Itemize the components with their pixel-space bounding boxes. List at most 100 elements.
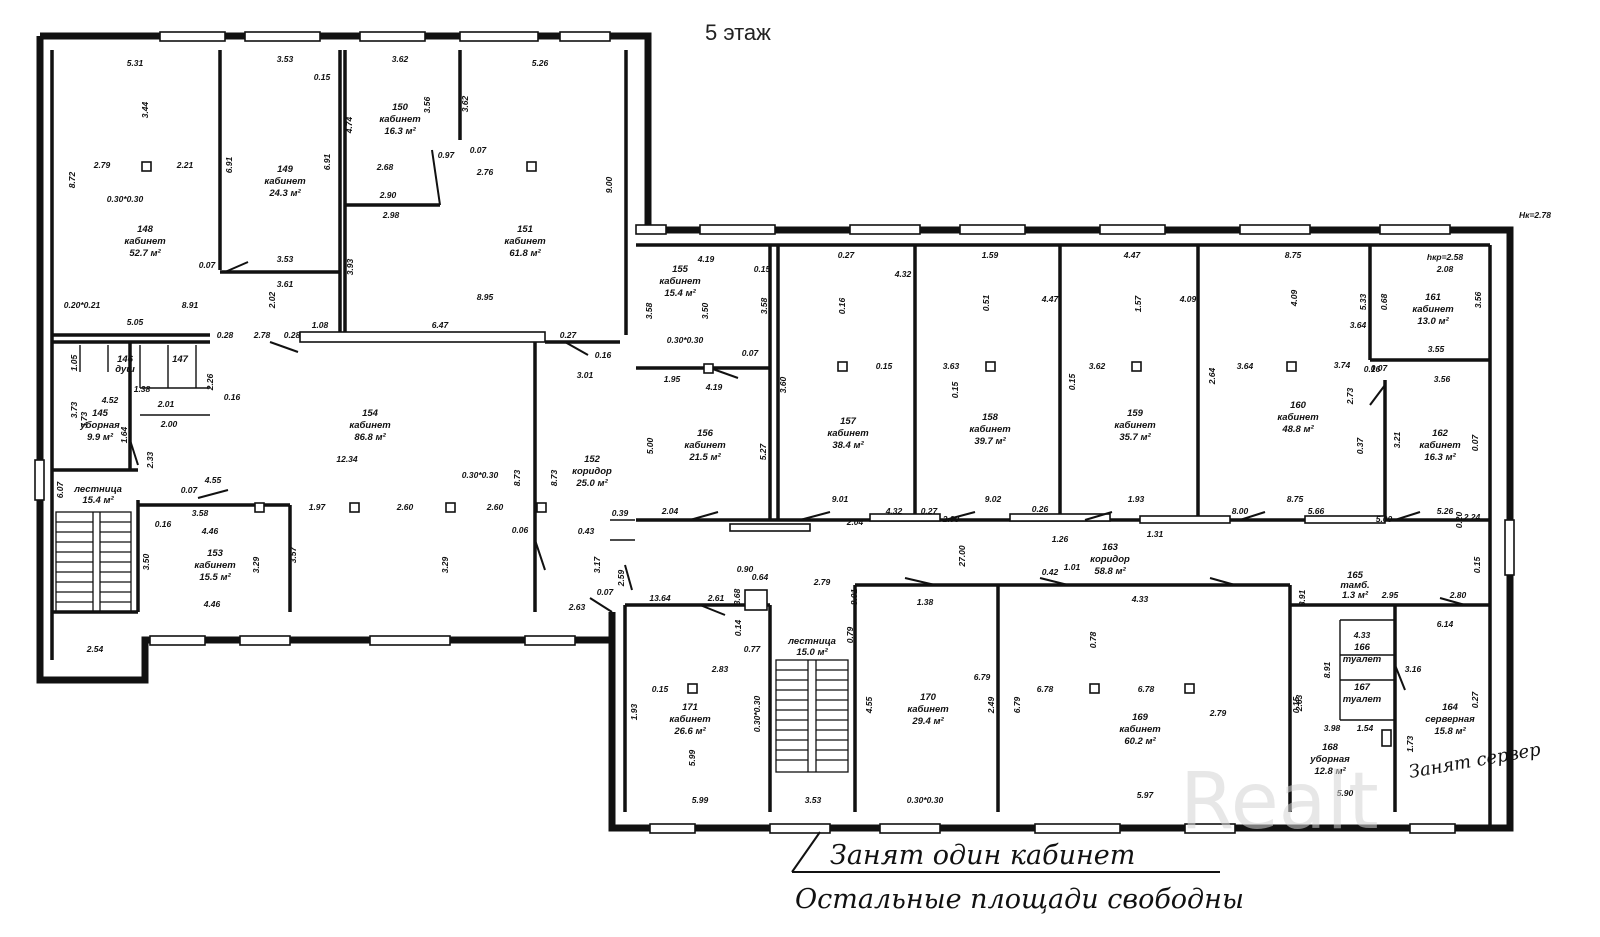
svg-text:154: 154 — [362, 408, 379, 419]
dimension-label: 3.74 — [1334, 360, 1351, 370]
dimension-label: 0.97 — [438, 150, 456, 160]
dimension-label: 27.00 — [957, 545, 967, 568]
dimension-label: 5.99 — [692, 795, 709, 805]
svg-text:15.8 м²: 15.8 м² — [1434, 726, 1466, 737]
dimension-label: 0.15 — [876, 361, 893, 371]
dimension-label: 0.15 — [1291, 696, 1301, 713]
dimension-label: 13.64 — [649, 593, 671, 603]
svg-text:кабинет: кабинет — [349, 420, 391, 431]
dimension-label: 2.79 — [1209, 708, 1227, 718]
dimension-label: 0.07 — [742, 348, 760, 358]
dimension-label: 1.57 — [1133, 294, 1143, 312]
svg-text:1.3 м²: 1.3 м² — [1342, 590, 1369, 601]
dimension-label: 2.24 — [1463, 512, 1481, 522]
svg-text:153: 153 — [207, 548, 224, 559]
dimension-label: 1.93 — [629, 703, 639, 720]
dimension-label: 2.54 — [86, 644, 104, 654]
svg-text:кабинет: кабинет — [264, 176, 306, 187]
dimension-label: 5.00 — [1376, 514, 1393, 524]
height-mark-building: Нк=2.78 — [1519, 210, 1551, 220]
dimension-label: 0.27 — [838, 250, 856, 260]
dimension-label: 6.79 — [1012, 696, 1022, 713]
dimension-label: 8.95 — [477, 292, 494, 302]
dimension-label: 0.30*0.30 — [667, 335, 704, 345]
dimension-label: 0.07 — [470, 145, 488, 155]
dimension-label: 4.19 — [705, 382, 723, 392]
dimension-label: 2.79 — [813, 577, 831, 587]
svg-text:лестница: лестница — [787, 636, 836, 647]
svg-text:52.7 м²: 52.7 м² — [129, 248, 161, 259]
dimension-label: 12.34 — [336, 454, 358, 464]
svg-text:171: 171 — [682, 702, 698, 713]
dimension-label: 6.78 — [1037, 684, 1054, 694]
dimension-label: 4.33 — [1353, 630, 1371, 640]
dimension-label: 0.90 — [737, 564, 754, 574]
dimension-label: 0.07 — [1371, 363, 1389, 373]
svg-text:162: 162 — [1432, 428, 1449, 439]
dimension-label: 6.79 — [974, 672, 991, 682]
stairs-left — [55, 511, 132, 613]
dimension-label: 3.58 — [192, 508, 209, 518]
svg-text:169: 169 — [1132, 712, 1149, 723]
dimension-label: 0.42 — [1042, 567, 1059, 577]
height-mark-room: hкр=2.58 — [1427, 252, 1463, 262]
svg-text:149: 149 — [277, 164, 294, 175]
dimension-label: 0.06 — [512, 525, 529, 535]
svg-text:туалет: туалет — [1343, 654, 1382, 665]
ventilation-shafts — [141, 161, 1392, 747]
dimension-label: 0.15 — [950, 381, 960, 398]
dimension-label: 2.59 — [616, 569, 626, 587]
dimension-label: 4.33 — [1131, 594, 1149, 604]
svg-text:86.8 м²: 86.8 м² — [354, 432, 386, 443]
handwritten-note-server: Занят сервер — [1407, 739, 1543, 783]
dimension-label: 0.07 — [597, 587, 615, 597]
svg-text:148: 148 — [137, 224, 154, 235]
dimension-label: 8.75 — [1287, 494, 1304, 504]
dimension-label: 5.31 — [127, 58, 144, 68]
svg-text:160: 160 — [1290, 400, 1307, 411]
dimension-label: 3.29 — [251, 556, 261, 573]
dimension-label: 3.56 — [1473, 291, 1483, 308]
dimension-label: 3.73 — [79, 411, 89, 428]
svg-text:15.4 м²: 15.4 м² — [664, 288, 696, 299]
dimension-label: 4.09 — [1179, 294, 1197, 304]
dimension-label: 2.63 — [568, 602, 586, 612]
dimension-label: 6.91 — [224, 156, 234, 173]
dimension-label: 4.55 — [204, 475, 222, 485]
dimension-label: 0.43 — [578, 526, 595, 536]
svg-text:158: 158 — [982, 412, 999, 423]
svg-text:кабинет: кабинет — [1412, 304, 1454, 315]
svg-text:168: 168 — [1322, 742, 1339, 753]
doors-left — [129, 149, 633, 613]
dimension-label: 3.50 — [141, 553, 151, 570]
dimension-label: 5.90 — [1337, 788, 1354, 798]
dimension-label: 5.33 — [1358, 293, 1368, 310]
dimension-label: 4.09 — [1289, 289, 1299, 307]
dimension-label: 2.08 — [1436, 264, 1454, 274]
dimension-label: 3.62 — [1089, 361, 1106, 371]
dimension-label: 6.14 — [1437, 619, 1454, 629]
svg-text:58.8 м²: 58.8 м² — [1094, 566, 1126, 577]
dimension-label: 4.47 — [1041, 294, 1060, 304]
dimension-label: 3.62 — [392, 54, 409, 64]
dimension-label: 4.47 — [1123, 250, 1142, 260]
handwritten-notes: Занят один кабинет Остальные площади сво… — [791, 739, 1543, 915]
svg-text:тамб.: тамб. — [1340, 580, 1369, 591]
svg-text:60.2 м²: 60.2 м² — [1124, 736, 1156, 747]
svg-text:душ: душ — [115, 364, 135, 375]
dimension-label: 2.09 — [942, 514, 960, 524]
svg-text:уборная: уборная — [1309, 754, 1350, 765]
dimension-label: 6.47 — [432, 320, 450, 330]
dimension-label: 1.38 — [134, 384, 151, 394]
dimension-label: 8.91 — [182, 300, 199, 310]
dimension-label: 3.58 — [759, 297, 769, 314]
svg-text:48.8 м²: 48.8 м² — [1281, 424, 1314, 435]
svg-text:кабинет: кабинет — [669, 714, 711, 725]
dimension-label: 1.05 — [69, 354, 79, 371]
svg-text:кабинет: кабинет — [1119, 724, 1161, 735]
svg-text:147: 147 — [172, 354, 189, 365]
